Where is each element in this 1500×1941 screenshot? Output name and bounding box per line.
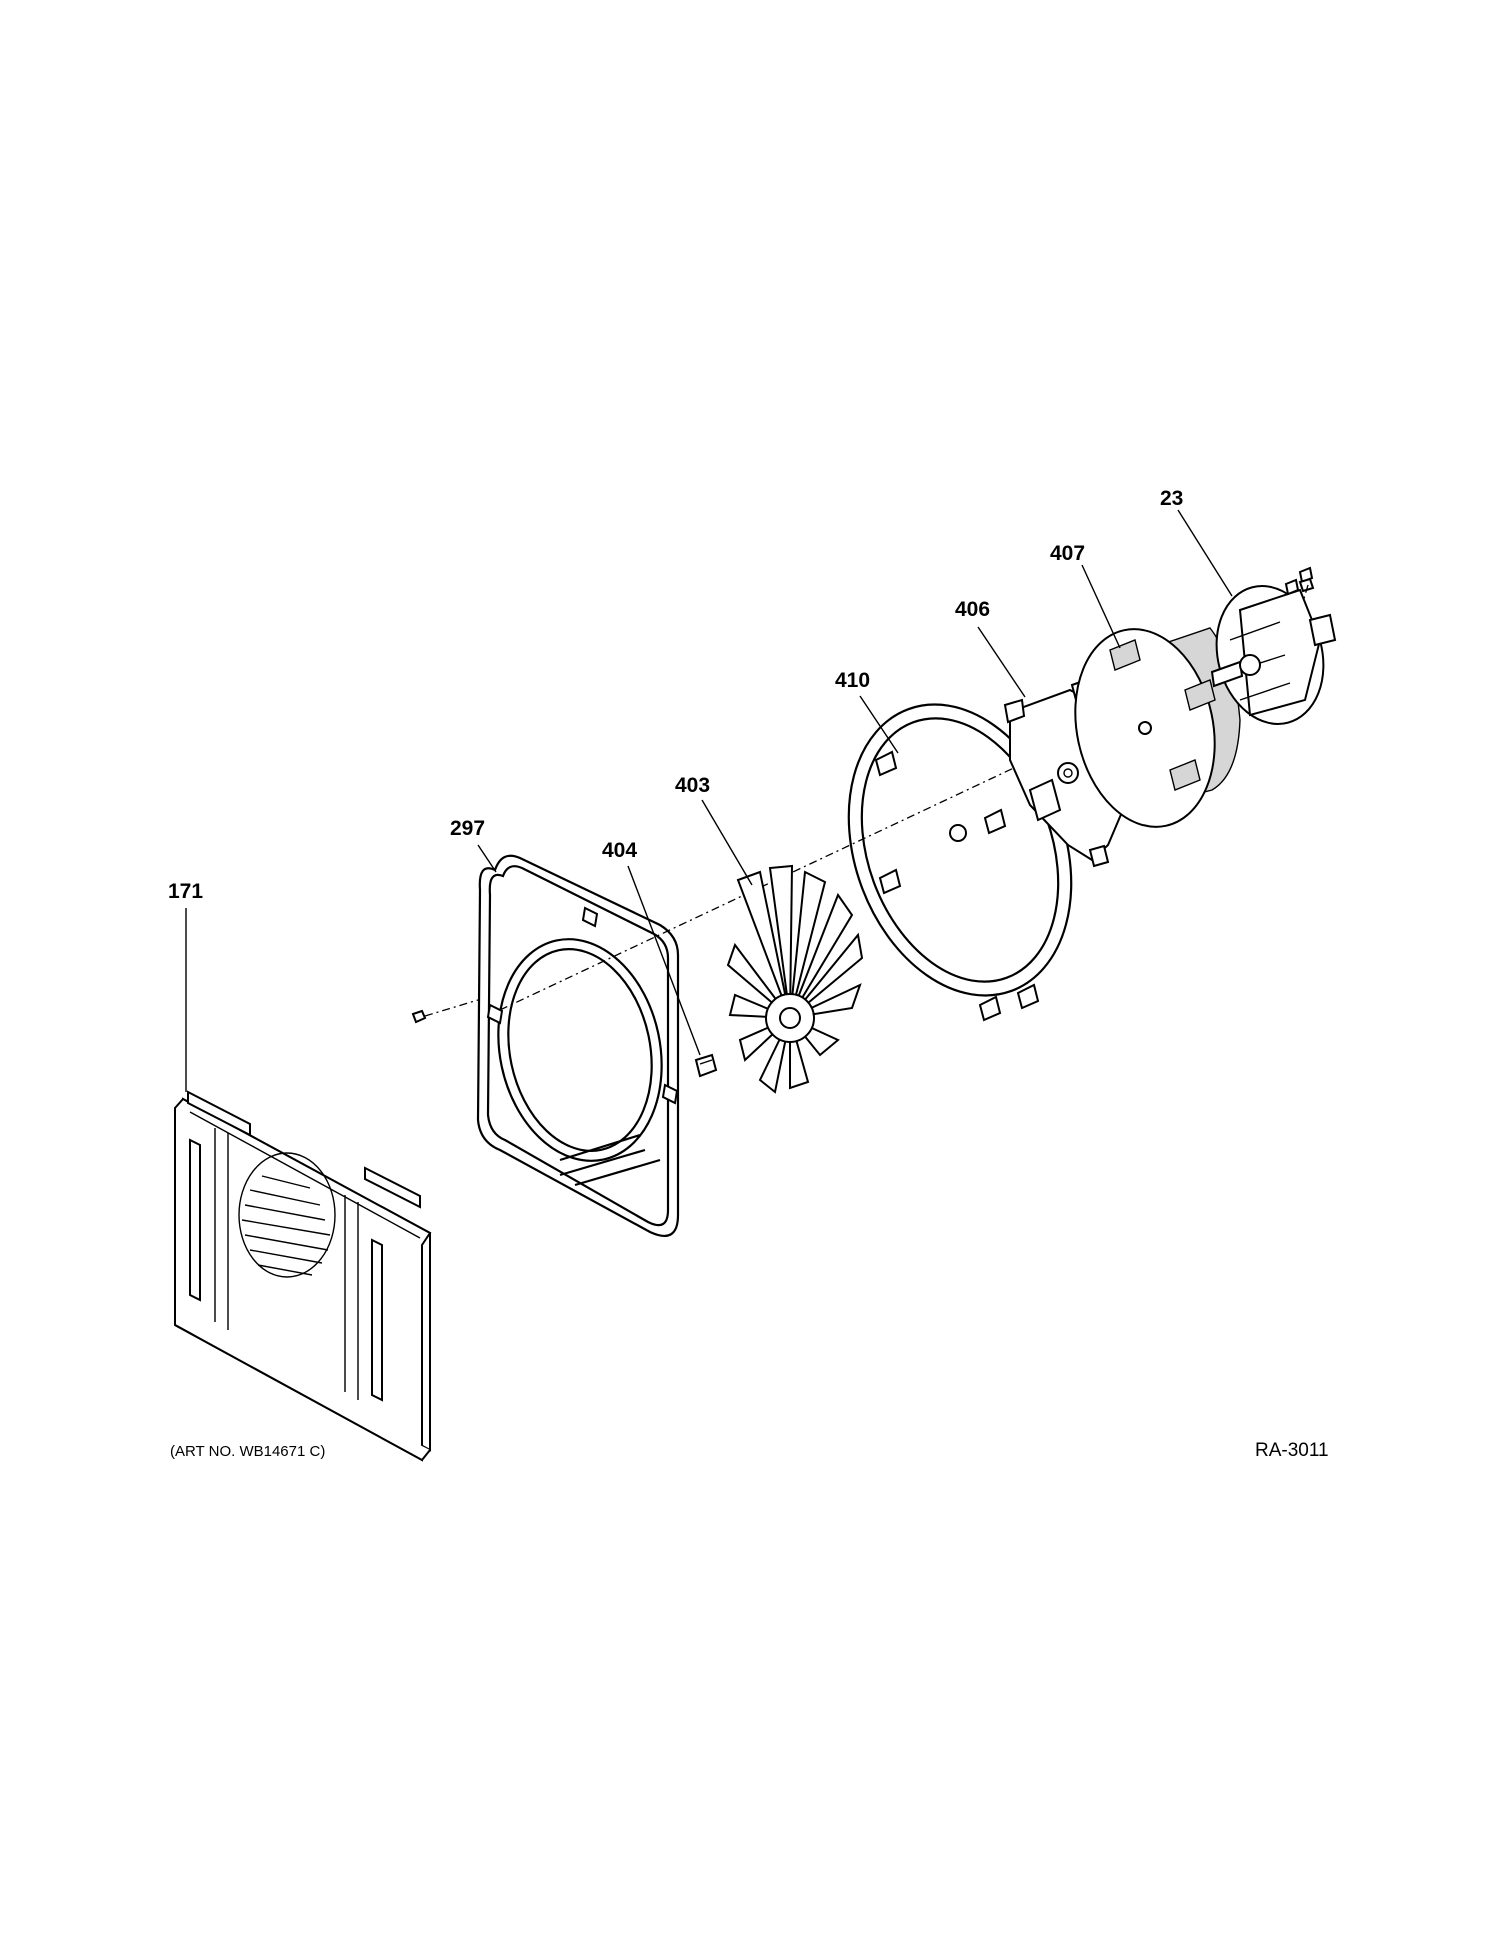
callout-403: 403 bbox=[675, 774, 710, 797]
fan-nut bbox=[694, 1053, 718, 1078]
screw bbox=[411, 999, 479, 1024]
heating-element bbox=[476, 854, 680, 1237]
convection-motor bbox=[1210, 566, 1337, 725]
callout-171: 171 bbox=[168, 880, 203, 903]
callout-404: 404 bbox=[602, 839, 637, 862]
fan-blade bbox=[726, 864, 864, 1094]
leader-lines bbox=[185, 509, 1233, 1092]
callout-297: 297 bbox=[450, 817, 485, 840]
callout-407: 407 bbox=[1050, 542, 1085, 565]
assembly-axis bbox=[499, 651, 1261, 1011]
drawing-code: RA-3011 bbox=[1255, 1440, 1329, 1461]
motor-screw bbox=[1298, 577, 1315, 603]
rear-cover-panel bbox=[174, 1090, 432, 1462]
callout-23: 23 bbox=[1160, 487, 1183, 510]
vent-slots bbox=[238, 1152, 336, 1278]
callout-406: 406 bbox=[955, 598, 990, 621]
callout-410: 410 bbox=[835, 669, 870, 692]
art-number: (ART NO. WB14671 C) bbox=[170, 1443, 325, 1460]
